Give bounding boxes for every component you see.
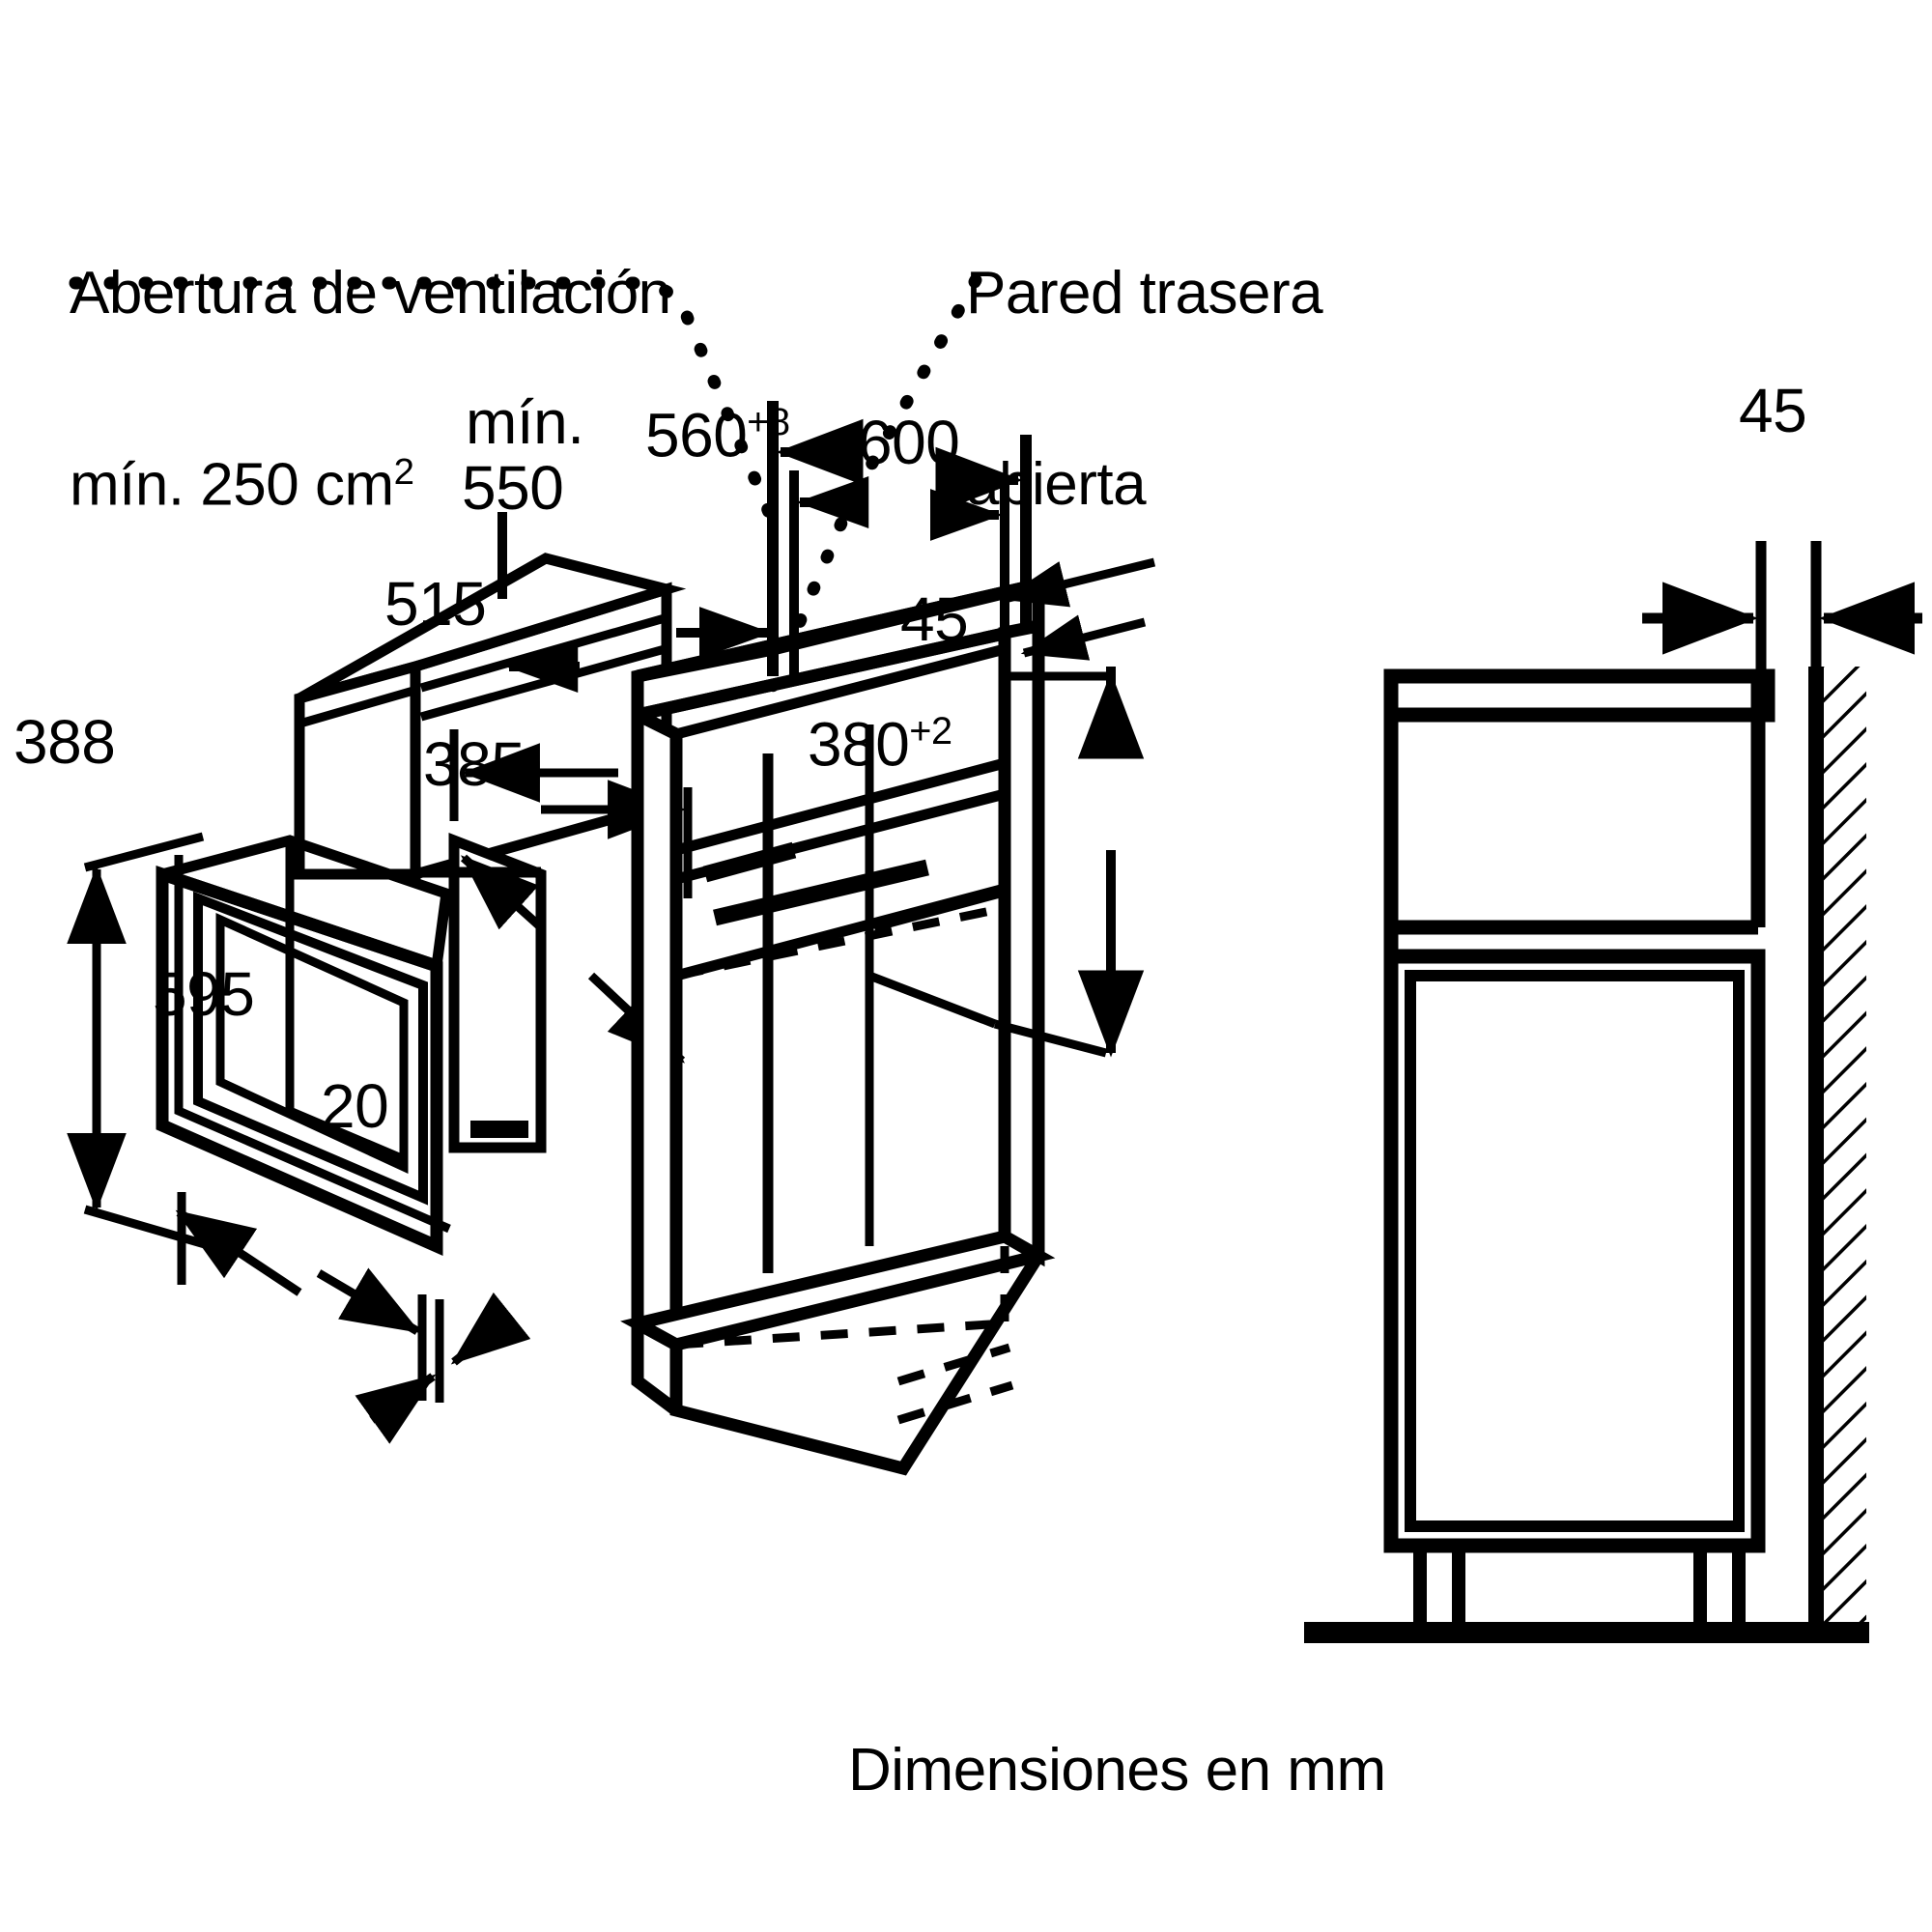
dim-label-600: 600 [858, 408, 960, 477]
vent-opening-line2: mín. 250 cm2 [70, 450, 671, 519]
cabinet-inner-outline [1405, 970, 1745, 1532]
units-note: Dimensiones en mm [848, 1737, 1386, 1804]
dim-label-550: 550 [462, 453, 564, 523]
vent-opening-note: Abertura de ventilación mín. 250 cm2 [70, 135, 671, 643]
dim-label-45-iso: 45 [900, 584, 969, 654]
dim-label-380: 380+2 [808, 711, 952, 778]
back-wall-line2: abierta [966, 450, 1147, 518]
cabinet-niche [620, 576, 1056, 1476]
control-slot [470, 1121, 528, 1138]
dim-label-385: 385 [423, 729, 526, 799]
vent-leader-dotted [69, 276, 780, 528]
dim-label-560-value: 560 [645, 400, 748, 470]
appliance-door [156, 835, 453, 1256]
dim-380 [867, 667, 1145, 1058]
vent-opening-line1: Abertura de ventilación [70, 260, 671, 327]
vent-opening-exponent: 2 [393, 450, 414, 493]
dim-label-20: 20 [321, 1071, 389, 1141]
wall-hatch [1816, 667, 1866, 1633]
dim-label-560-tolerance: +8 [747, 401, 790, 443]
dim-label-388: 388 [14, 707, 116, 777]
dim-label-595: 595 [153, 959, 255, 1029]
dim-label-560: 560+8 [645, 402, 790, 469]
dim-label-380-value: 380 [808, 709, 910, 780]
upper-slab [1383, 668, 1776, 723]
cabinet-outline [1383, 676, 1766, 1553]
back-wall-line1: Pared trasera [966, 260, 1323, 327]
isometric-view [67, 553, 693, 1444]
hidden-edges-dashed [675, 903, 1014, 1425]
section-view [1304, 541, 1922, 1643]
center-dimensions [497, 401, 1156, 1058]
dim-label-380-tolerance: +2 [909, 710, 952, 753]
dim-label-45-section: 45 [1739, 376, 1807, 445]
dim-20 [355, 1292, 531, 1444]
back-wall-note: Pared trasera abierta [966, 135, 1323, 643]
dim-label-min-prefix: mín. [466, 387, 584, 457]
vent-opening-line2-text: mín. 250 cm [70, 451, 394, 519]
dim-label-515: 515 [384, 569, 487, 639]
